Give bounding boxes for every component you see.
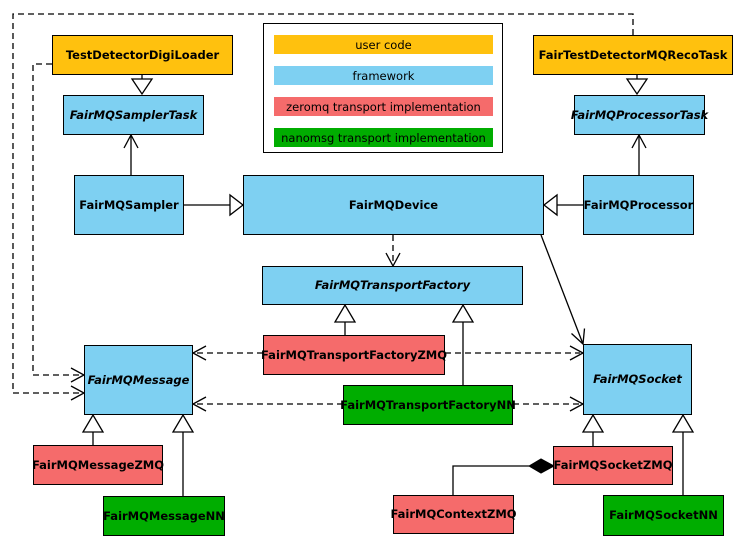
class-node-fairmqsocket: FairMQSocket	[583, 344, 692, 415]
legend-label-nanomsg: nanomsg transport implementation	[281, 130, 486, 145]
legend-item-framework: framework	[274, 66, 493, 85]
composition-contextzmq-socketzmq	[452, 458, 556, 495]
dependency-factorynn-message	[191, 396, 343, 412]
inheritance-sampler-device	[184, 193, 245, 217]
class-node-fairmqmessagenn: FairMQMessageNN	[103, 496, 225, 536]
association-device-socket	[540, 234, 586, 346]
association-processor-processortask	[631, 133, 647, 175]
dependency-factorynn-socket	[513, 396, 585, 412]
inheritance-messagenn-message	[171, 413, 195, 496]
inheritance-factorynn-transportfactory	[451, 303, 475, 385]
legend-label-framework: framework	[352, 68, 415, 83]
class-node-fairmqmessage: FairMQMessage	[84, 345, 193, 415]
inheritance-digiloader-samplertask	[130, 75, 154, 96]
legend-item-nanomsg: nanomsg transport implementation	[274, 128, 493, 147]
legend-item-zeromq: zeromq transport implementation	[274, 97, 493, 116]
class-node-testdetectordigiloader: TestDetectorDigiLoader	[52, 35, 233, 75]
class-node-fairmqprocessor: FairMQProcessor	[583, 175, 694, 235]
class-node-fairmqsamplertask: FairMQSamplerTask	[63, 95, 204, 135]
inheritance-socketnn-socket	[671, 413, 695, 495]
dependency-device-transportfactory	[385, 235, 401, 268]
inheritance-messagezmq-message	[81, 413, 105, 445]
class-node-fairmqprocessortask: FairMQProcessorTask	[571, 95, 708, 135]
legend-label-user-code: user code	[355, 37, 412, 52]
class-node-fairmqsampler: FairMQSampler	[74, 175, 184, 235]
class-node-fairmqtransportfactoryzmq: FairMQTransportFactoryZMQ	[261, 335, 447, 375]
legend-item-user-code: user code	[274, 35, 493, 54]
inheritance-processor-device	[542, 193, 583, 217]
class-node-fairmqsocketzmq: FairMQSocketZMQ	[553, 446, 673, 485]
class-node-fairmqcontextzmq: FairMQContextZMQ	[390, 495, 517, 534]
dependency-factoryzmq-message	[191, 345, 263, 361]
association-sampler-samplertask	[123, 133, 139, 175]
inheritance-recotask-processortask	[625, 75, 649, 96]
dependency-factoryzmq-socket	[445, 345, 585, 361]
class-node-fairmqsocketnn: FairMQSocketNN	[603, 495, 724, 536]
class-node-fairmqmessagezmq: FairMQMessageZMQ	[32, 445, 164, 485]
legend-label-zeromq: zeromq transport implementation	[286, 99, 481, 114]
inheritance-factoryzmq-transportfactory	[333, 303, 357, 335]
class-node-fairmqtransportfactory: FairMQTransportFactory	[262, 266, 523, 305]
legend: user code framework zeromq transport imp…	[263, 23, 503, 153]
inheritance-socketzmq-socket	[581, 413, 605, 446]
class-node-fairtestdetectormqrecotask: FairTestDetectorMQRecoTask	[533, 35, 733, 75]
class-node-fairmqdevice: FairMQDevice	[243, 175, 544, 235]
class-node-fairmqtransportfactorynn: FairMQTransportFactoryNN	[340, 385, 516, 425]
